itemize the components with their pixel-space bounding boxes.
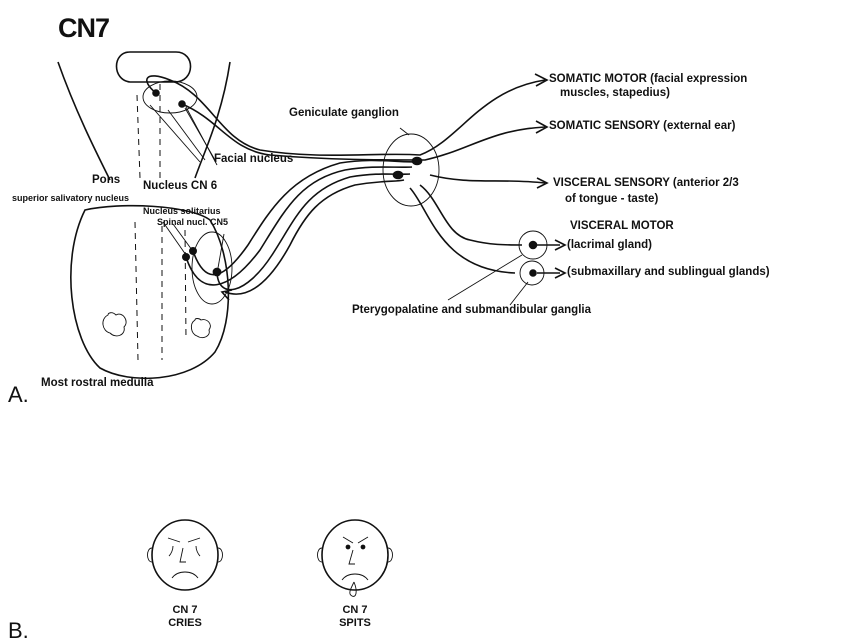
diagram-title: CN7 [58, 13, 110, 43]
geniculate-ganglion-label: Geniculate ganglion [289, 107, 399, 119]
lacrimal-gland-label: (lacrimal gland) [567, 239, 652, 251]
nerve-fibers [146, 75, 546, 295]
facial-nucleus-region [142, 80, 216, 163]
visceral-sensory-label: VISCERAL SENSORY (anterior 2/3 [553, 177, 739, 189]
pons-label: Pons [92, 174, 121, 186]
face-cries-caption-line1: CN 7 [172, 604, 198, 616]
somatic-motor-detail: muscles, stapedius) [560, 87, 670, 99]
somatic-motor-label: SOMATIC MOTOR (facial expression [549, 73, 748, 85]
face-cries [147, 519, 223, 591]
panel-b-letter: B. [8, 618, 29, 643]
visceral-motor-label: VISCERAL MOTOR [570, 220, 674, 232]
face-spits-caption-line2: SPITS [339, 617, 371, 629]
face-spits [317, 519, 393, 597]
spinal-nucleus-cn5-label: Spinal nucl. CN5 [157, 217, 229, 227]
nucleus-solitarius-label: Nucleus solitarius [143, 206, 221, 216]
face-cries-caption-line2: CRIES [168, 617, 202, 629]
superior-salivatory-label: superior salivatory nucleus [12, 193, 130, 203]
face-spits-caption-line1: CN 7 [342, 604, 368, 616]
panel-a-caption: Most rostral medulla [41, 377, 154, 389]
facial-nucleus-leader [185, 106, 218, 166]
nucleus-cn6-label: Nucleus CN 6 [143, 180, 218, 192]
geniculate-ganglion [382, 127, 440, 207]
medulla-outline [70, 204, 233, 380]
arrowheads [220, 73, 567, 301]
pterygopalatine-submandibular-ganglia [447, 230, 560, 306]
panel-a-letter: A. [8, 382, 29, 407]
visceral-sensory-detail: of tongue - taste) [565, 193, 659, 205]
pterygopalatine-label: Pterygopalatine and submandibular gangli… [352, 304, 591, 316]
somatic-sensory-label: SOMATIC SENSORY (external ear) [549, 120, 736, 132]
salivary-glands-label: (submaxillary and sublingual glands) [567, 266, 770, 278]
facial-nucleus-label: Facial nucleus [214, 153, 294, 165]
